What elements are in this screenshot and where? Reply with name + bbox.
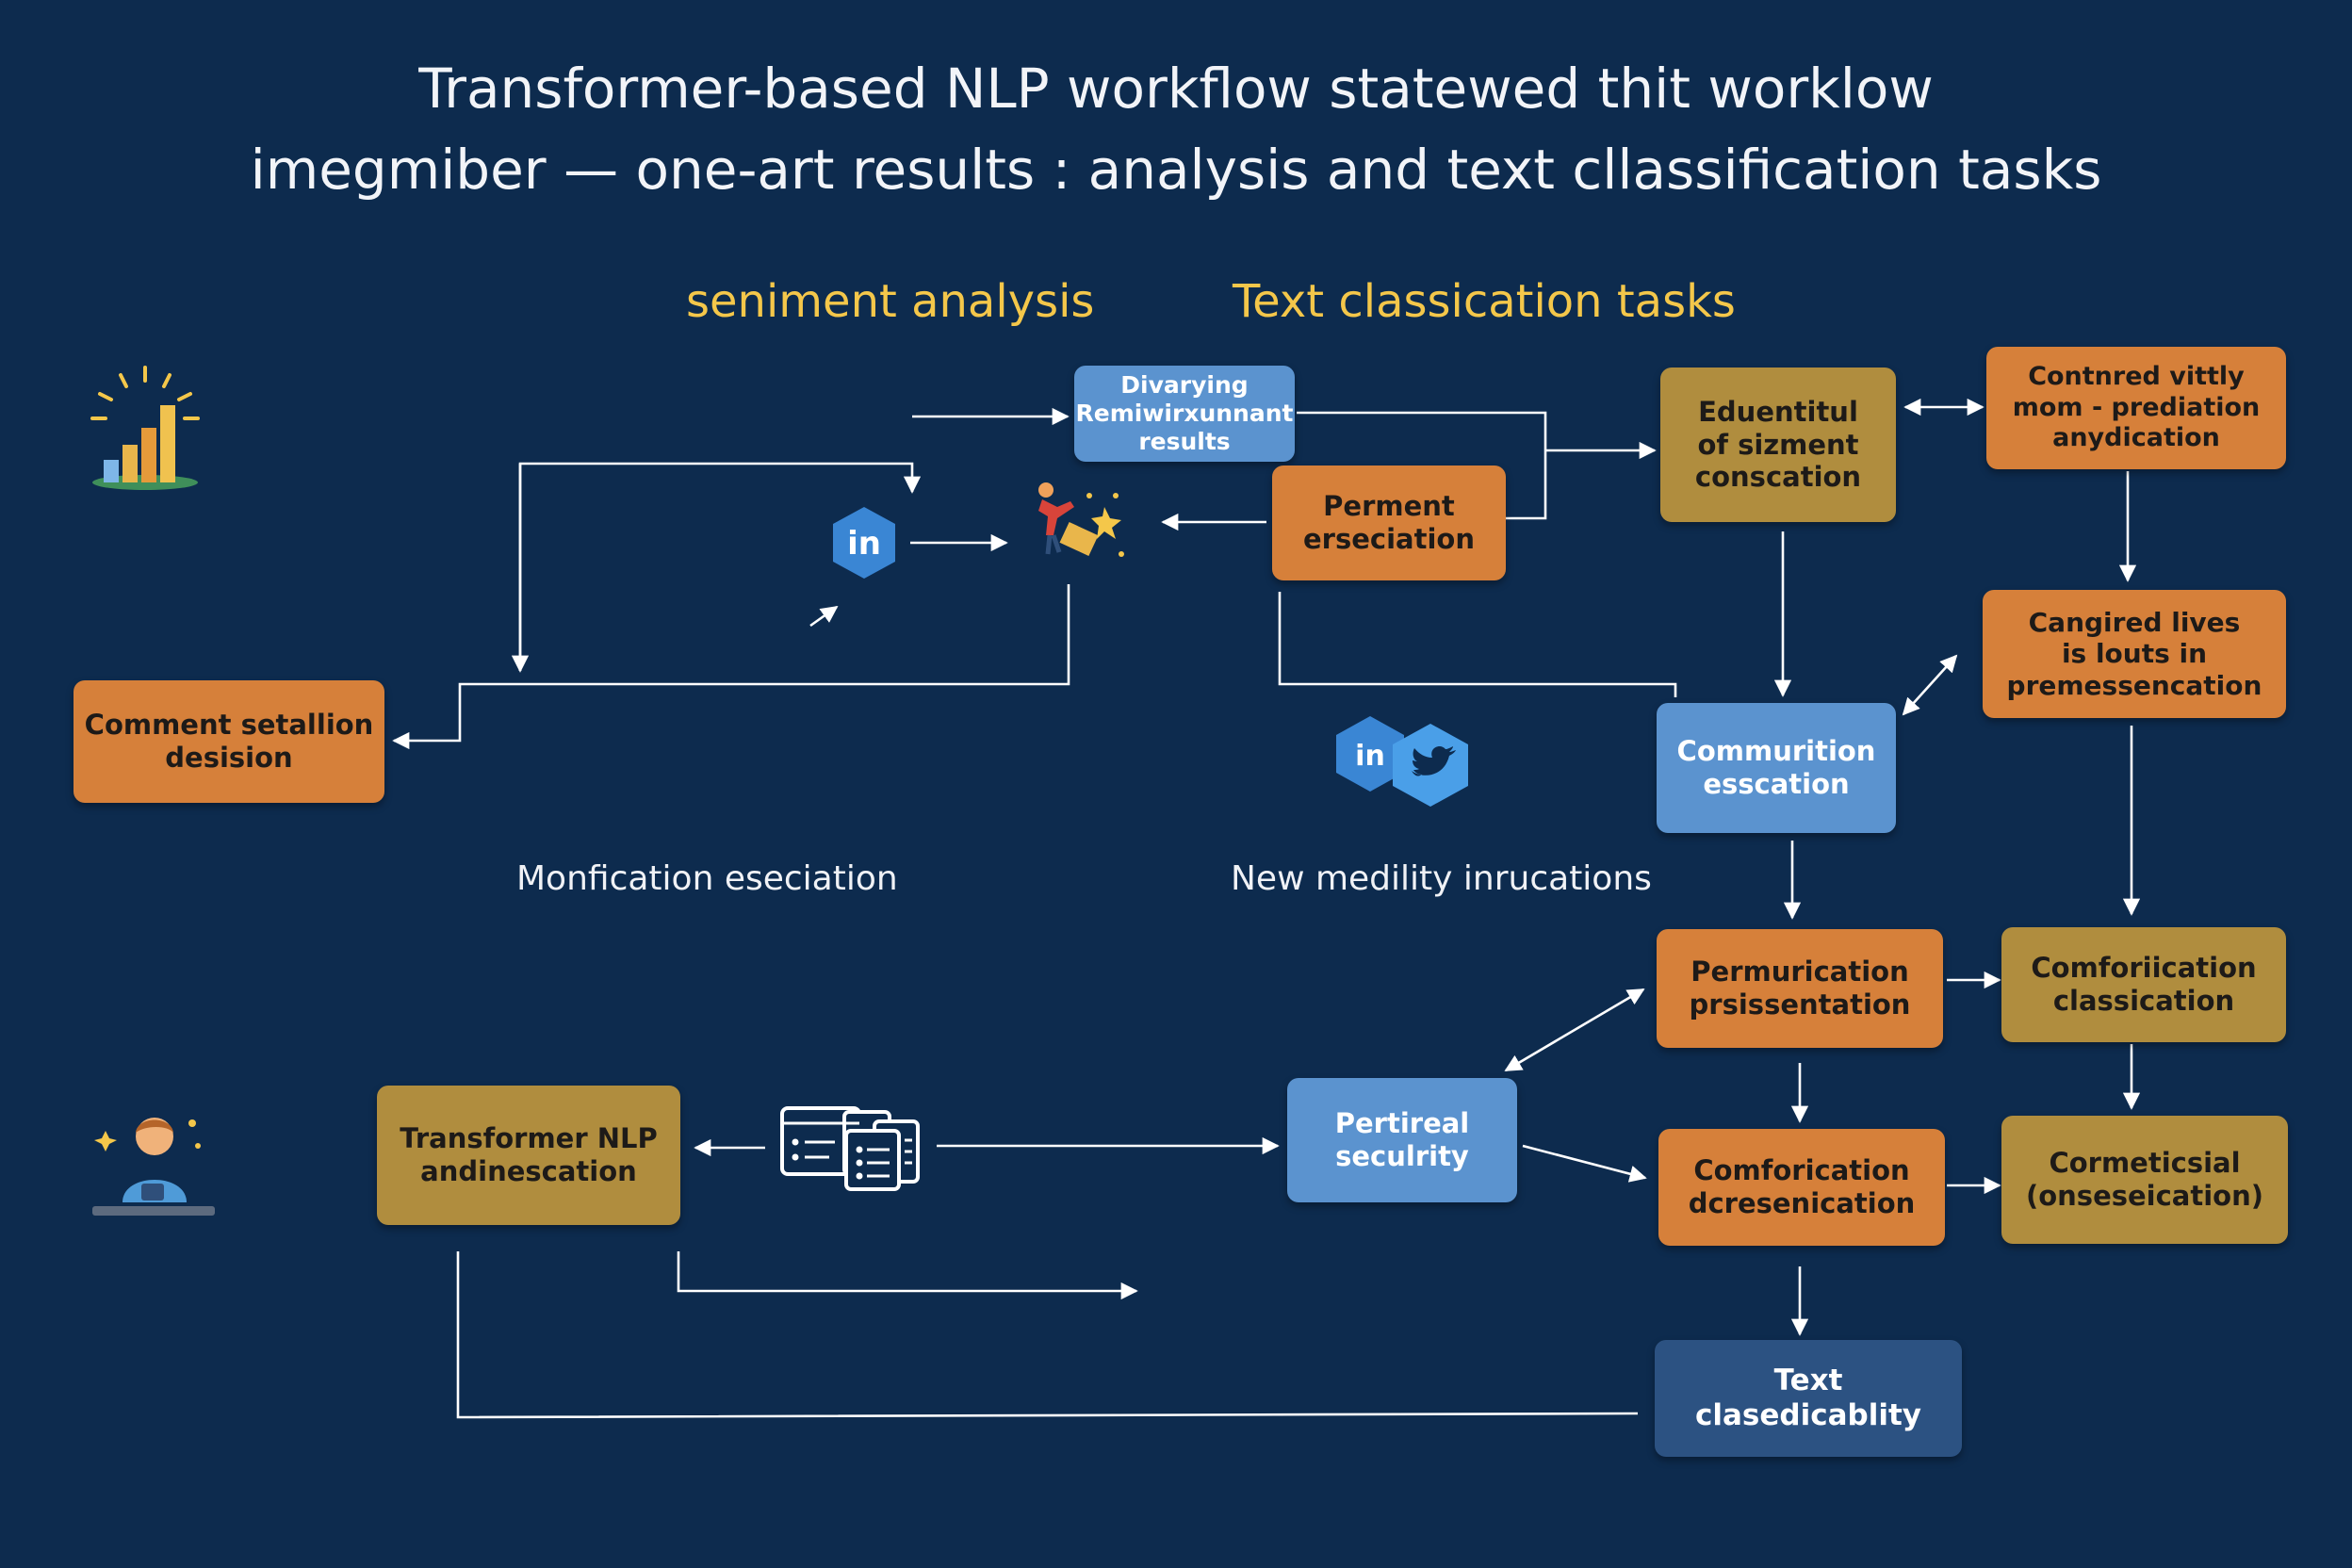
caption-new-medility: New medility inrucations: [1231, 859, 1652, 898]
linkedin2-icon-label: in: [1355, 740, 1385, 773]
documents-icon: [780, 1106, 920, 1191]
linkedin-icon[interactable]: in: [831, 505, 897, 580]
caption-monfication: Monfication eseciation: [516, 859, 898, 898]
person-laptop-icon: [92, 1118, 215, 1216]
section-sentiment-analysis: seniment analysis: [686, 275, 1095, 328]
celebrating-person-icon: [1038, 482, 1124, 557]
box-transformer-nlp[interactable]: Transformer NLP andinescation: [377, 1086, 680, 1225]
box-comfor-classication[interactable]: Comforiication classication: [2001, 927, 2286, 1042]
linkedin-icon-label: in: [847, 525, 881, 563]
box-diverging-results[interactable]: Divarying Remiwirxunnant results: [1074, 366, 1295, 462]
box-cangired-lives[interactable]: Cangired lives is louts in premessencati…: [1983, 590, 2286, 718]
box-contnred-vittly[interactable]: Contnred vittly mom - prediation anydica…: [1986, 347, 2286, 469]
bar-chart-icon: [90, 366, 200, 490]
page-subtitle: imegmiber — one-art results : analysis a…: [250, 138, 2102, 202]
section-text-classification: Text classication tasks: [1233, 275, 1736, 328]
box-pertireal-security[interactable]: Pertireal seculrity: [1287, 1078, 1517, 1202]
box-eduential-sizment[interactable]: Eduentitul of sizment conscation: [1660, 368, 1896, 522]
page-title: Transformer-based NLP workflow statewed …: [418, 57, 1934, 121]
box-permurication[interactable]: Permurication prsissentation: [1657, 929, 1943, 1048]
box-perment-erseciation[interactable]: Perment erseciation: [1272, 466, 1506, 580]
box-communition-esscation[interactable]: Commurition esscation: [1657, 703, 1896, 833]
box-comment-setallion[interactable]: Comment setallion desision: [74, 680, 384, 803]
linkedin-twitter-icons[interactable]: in: [1332, 712, 1474, 816]
box-cormeticsial[interactable]: Cormeticsial (onseseication): [2001, 1116, 2288, 1244]
box-comfor-dcresenication[interactable]: Comforication dcresenication: [1658, 1129, 1945, 1246]
box-text-clasedicablity[interactable]: Text clasedicablity: [1655, 1340, 1962, 1457]
